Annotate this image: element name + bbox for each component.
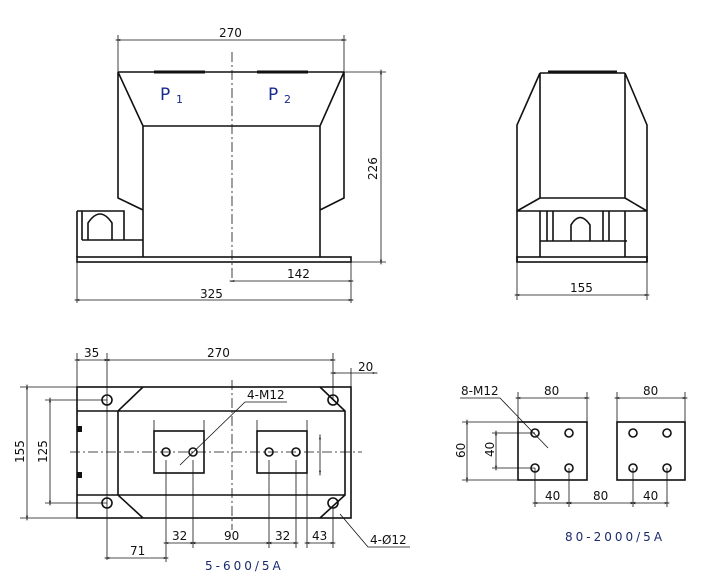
side-view: 155 <box>517 70 647 300</box>
title-5-600-5a: 5-600/5A <box>205 559 284 573</box>
dim-270: 270 <box>207 346 230 360</box>
bottom-view-large: 80 80 60 40 40 80 40 8-M12 80-2000/5A <box>454 384 685 544</box>
dim-top-width: 270 <box>219 26 242 40</box>
dim-71: 71 <box>130 544 145 558</box>
dim-offset: 142 <box>287 267 310 281</box>
terminal-box-arch <box>87 213 113 240</box>
dim-side-width: 155 <box>570 281 593 295</box>
bottom-view-small: 35 270 20 155 125 32 90 32 43 71 4-M12 4… <box>13 346 410 573</box>
dim-90: 90 <box>224 529 239 543</box>
dim-20: 20 <box>358 360 373 374</box>
terminal-p1-label: P <box>160 85 170 105</box>
dim-155: 155 <box>13 440 27 463</box>
dim-60: 60 <box>454 443 468 458</box>
dim-80-block1: 80 <box>544 384 559 398</box>
mounting-holes <box>101 394 339 509</box>
bolt-holes <box>530 428 672 473</box>
dim-125: 125 <box>36 440 50 463</box>
dim-base-width: 325 <box>200 287 223 301</box>
dim-32a: 32 <box>172 529 187 543</box>
dim-80-block2: 80 <box>643 384 658 398</box>
dim-height: 226 <box>366 157 380 180</box>
dim-32b: 32 <box>275 529 290 543</box>
title-80-2000-5a: 80-2000/5A <box>565 530 665 544</box>
dim-40b: 40 <box>643 489 658 503</box>
dim-43: 43 <box>312 529 327 543</box>
callout-8-m12: 8-M12 <box>461 384 499 398</box>
dim-40a: 40 <box>545 489 560 503</box>
dim-35: 35 <box>84 346 99 360</box>
front-view: P 1 P 2 270 226 142 325 <box>77 26 386 303</box>
callout-4-dia12: 4-Ø12 <box>370 533 407 547</box>
callout-4-m12: 4-M12 <box>247 388 285 402</box>
terminal-p1-sub: 1 <box>176 93 183 106</box>
terminal-p2-sub: 2 <box>284 93 291 106</box>
dim-80-spacing: 80 <box>593 489 608 503</box>
terminal-p2-label: P <box>268 85 278 105</box>
dim-40-vertical: 40 <box>483 442 497 457</box>
side-terminal-arch <box>570 216 591 241</box>
